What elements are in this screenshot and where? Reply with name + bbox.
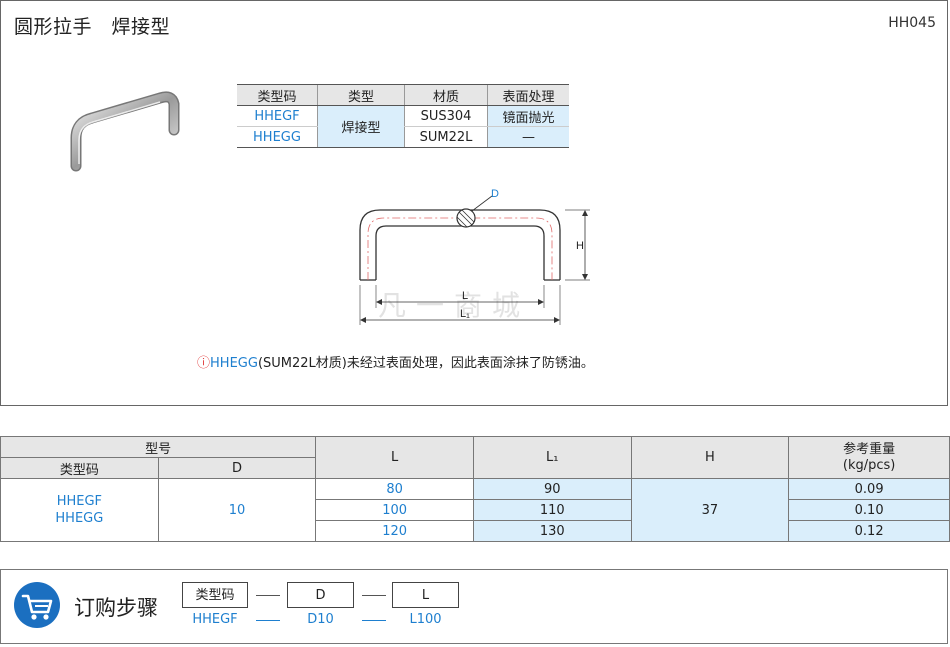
dim-h-label: H — [576, 240, 584, 252]
spec-table: 型号 L L₁ H 参考重量 (kg/pcs) 类型码 D HHEGF HHEG… — [0, 436, 950, 542]
product-panel — [0, 0, 948, 406]
page-title: 圆形拉手 焊接型 — [14, 16, 171, 38]
finish-cell: 镜面抛光 — [487, 105, 569, 127]
l-cell: 120 — [315, 520, 474, 542]
technical-drawing: D H L L₁ — [359, 188, 590, 325]
order-example-dash — [362, 620, 386, 621]
weight-cell: 0.12 — [788, 520, 950, 542]
header-type-code: 类型码 — [237, 84, 318, 106]
note-model: HHEGG — [210, 356, 258, 371]
order-box-type-code: 类型码 — [182, 582, 248, 608]
h-cell: 37 — [630, 478, 790, 542]
order-box-l: L — [392, 582, 459, 608]
note-text: (SUM22L材质)未经过表面处理，因此表面涂抹了防锈油。 — [257, 356, 594, 371]
order-box-d: D — [287, 582, 354, 608]
watermark: 凡一商城 — [378, 289, 531, 322]
weight-cell: 0.09 — [788, 478, 950, 500]
type-cell: 焊接型 — [317, 105, 405, 148]
l1-cell: 130 — [472, 520, 632, 542]
type-code-hhegf: HHEGF — [56, 494, 103, 509]
info-icon: ⓘ — [197, 356, 211, 371]
dim-l-label: L — [462, 290, 468, 302]
surface-note: ⓘHHEGG(SUM22L材质)未经过表面处理，因此表面涂抹了防锈油。 — [197, 352, 594, 371]
order-example-d: D10 — [307, 612, 334, 627]
dim-d-label: D — [491, 188, 499, 200]
header-weight: 参考重量 (kg/pcs) — [788, 436, 950, 479]
header-type-code: 类型码 — [0, 457, 159, 479]
dim-l1-label: L₁ — [460, 308, 470, 320]
header-material: 材质 — [404, 84, 488, 106]
l1-cell: 110 — [472, 499, 632, 521]
weight-cell: 0.10 — [788, 499, 950, 521]
cart-icon — [14, 582, 60, 628]
finish-cell: — — [487, 126, 569, 148]
material-table: 类型码 类型 材质 表面处理 HHEGF 焊接型 SUS304 镜面抛光 HHE… — [237, 84, 569, 148]
order-example-type-code: HHEGF — [192, 612, 238, 627]
l-cell: 100 — [315, 499, 474, 521]
order-title: 订购步骤 — [74, 596, 158, 620]
header-h: H — [630, 436, 790, 479]
d-cell: 10 — [157, 478, 317, 542]
product-code: HH045 — [888, 15, 936, 31]
material-cell: SUS304 — [404, 105, 488, 127]
header-d: D — [157, 457, 317, 479]
type-code-hhegg: HHEGG — [55, 511, 104, 526]
order-dash — [256, 595, 280, 596]
l1-cell: 90 — [472, 478, 632, 500]
type-code-cell: HHEGF HHEGG — [0, 478, 159, 542]
order-dash — [362, 595, 386, 596]
header-type: 类型 — [317, 84, 405, 106]
type-code-cell: HHEGG — [237, 126, 318, 148]
header-l1: L₁ — [472, 436, 632, 479]
product-photo — [70, 91, 180, 172]
header-l: L — [315, 436, 474, 479]
order-example-l: L100 — [409, 612, 442, 627]
header-model: 型号 — [0, 436, 317, 458]
order-example-dash — [256, 620, 280, 621]
type-code-cell: HHEGF — [237, 105, 318, 127]
l-cell: 80 — [315, 478, 474, 500]
header-finish: 表面处理 — [487, 84, 569, 106]
material-cell: SUM22L — [404, 126, 488, 148]
order-panel — [0, 569, 948, 644]
